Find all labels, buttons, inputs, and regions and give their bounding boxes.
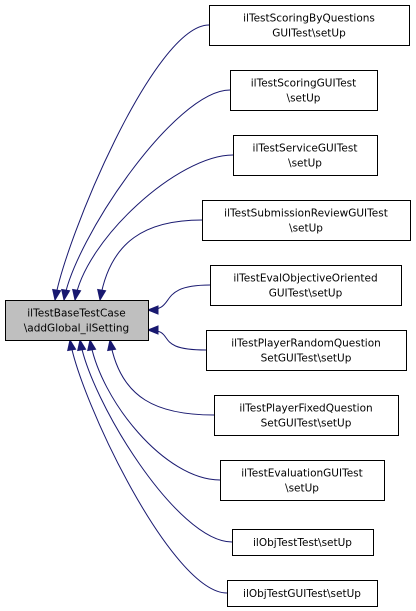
node-iltestevaluationguitest-setup-label-line-1: ilTestEvaluationGUITest	[241, 468, 363, 480]
node-iltestevalobjectiveorientedguitest-setup-label-line-2: GUITest\setUp	[269, 288, 343, 300]
node-iltestevaluationguitest-setup-label-line-2: \setUp	[285, 483, 319, 495]
node-iltestplayerrandomquestionsetguitest-setup-label-line-2: SetGUITest\setUp	[261, 353, 352, 365]
edge-iltestplayerrandomquestionsetguitest-setup-arrowhead	[146, 325, 159, 335]
root-node-label-line-1: ilTestBaseTestCase	[27, 308, 125, 320]
node-iltestplayerfixedquestionsetguitest-setup[interactable]: ilTestPlayerFixedQuestionSetGUITest\setU…	[214, 395, 399, 436]
node-iltestscoringguitest-setup[interactable]: ilTestScoringGUITest \setUp	[230, 70, 378, 111]
node-iltestscoringbyquestionsguitest-setup-label-line-1: ilTestScoringByQuestions	[243, 13, 375, 25]
node-iltestevalobjectiveorientedguitest-setup-box	[210, 265, 402, 306]
node-iltestplayerrandomquestionsetguitest-setup[interactable]: ilTestPlayerRandomQuestionSetGUITest\set…	[206, 330, 407, 371]
edge-ilobjtesttest-setup-arrowhead	[77, 338, 87, 352]
node-iltestserviceguitest-setup[interactable]: ilTestServiceGUITest \setUp	[233, 135, 378, 176]
node-ilobjtesttest-setup-label-line-1: ilObjTestTest\setUp	[253, 537, 352, 549]
edge-iltestevaluationguitest-setup	[89, 339, 221, 481]
node-iltestscoringguitest-setup-label-line-1: ilTestScoringGUITest	[251, 78, 357, 90]
node-iltestevaluationguitest-setup[interactable]: ilTestEvaluationGUITest \setUp	[220, 460, 385, 501]
node-iltestserviceguitest-setup-box	[233, 135, 378, 176]
edge-iltestsubmissionreviewguitest-setup	[99, 219, 203, 301]
node-iltestsubmissionreviewguitest-setup-label-line-1: ilTestSubmissionReviewGUITest	[224, 208, 388, 220]
node-iltestsubmissionreviewguitest-setup[interactable]: ilTestSubmissionReviewGUITest \setUp	[202, 200, 411, 241]
edge-iltestsubmissionreviewguitest-setup-arrowhead	[97, 288, 107, 302]
edge-iltestevaluationguitest-setup-arrowhead	[87, 338, 97, 352]
node-ilobjtesttest-setup[interactable]: ilObjTestTest\setUp	[232, 529, 374, 556]
node-iltestevalobjectiveorientedguitest-setup-label-line-1: ilTestEvalObjectiveOriented	[233, 273, 377, 285]
root-node-label-line-2: \addGlobal_ilSetting	[24, 323, 129, 335]
edges	[52, 24, 234, 594]
edge-iltestserviceguitest-setup	[74, 154, 234, 301]
edge-iltestscoringbyquestionsguitest-setup-arrowhead	[52, 288, 62, 302]
node-iltestplayerfixedquestionsetguitest-setup-label-line-2: SetGUITest\setUp	[261, 418, 352, 430]
node-iltestplayerrandomquestionsetguitest-setup-box	[206, 330, 407, 371]
root-node[interactable]: ilTestBaseTestCase \addGlobal_ilSetting	[5, 300, 149, 341]
edge-ilobjtestguitest-setup-arrowhead	[67, 338, 77, 352]
edge-iltestscoringguitest-setup-arrowhead	[61, 288, 71, 302]
node-iltestscoringguitest-setup-label-line-2: \setUp	[287, 93, 321, 105]
node-iltestplayerrandomquestionsetguitest-setup-label-line-1: ilTestPlayerRandomQuestion	[231, 338, 381, 350]
edge-ilobjtestguitest-setup	[69, 339, 228, 594]
node-iltestevaluationguitest-setup-box	[220, 460, 385, 501]
root-node-box	[5, 300, 149, 341]
edge-iltestevalobjectiveorientedguitest-setup-arrowhead	[146, 305, 159, 315]
node-ilobjtesttest-setup-box	[232, 529, 374, 556]
node-iltestsubmissionreviewguitest-setup-box	[202, 200, 411, 241]
node-iltestscoringguitest-setup-box	[230, 70, 378, 111]
edge-iltestscoringbyquestionsguitest-setup	[54, 24, 210, 301]
node-iltestserviceguitest-setup-label-line-1: ilTestServiceGUITest	[253, 143, 358, 155]
node-iltestscoringbyquestionsguitest-setup-label-line-2: GUITest\setUp	[272, 28, 346, 40]
node-iltestscoringbyquestionsguitest-setup-box	[209, 5, 410, 46]
edge-ilobjtesttest-setup	[79, 339, 233, 543]
node-iltestplayerfixedquestionsetguitest-setup-box	[214, 395, 399, 436]
edge-iltestscoringguitest-setup	[63, 89, 231, 301]
node-iltestserviceguitest-setup-label-line-2: \setUp	[288, 158, 322, 170]
nodes: ilTestBaseTestCase\addGlobal_ilSettingil…	[5, 5, 411, 607]
node-iltestplayerfixedquestionsetguitest-setup-label-line-1: ilTestPlayerFixedQuestion	[239, 403, 372, 415]
node-ilobjtestguitest-setup-box	[227, 580, 378, 607]
edge-iltestserviceguitest-setup-arrowhead	[72, 288, 82, 302]
node-ilobjtestguitest-setup-label-line-1: ilObjTestGUITest\setUp	[243, 588, 361, 600]
node-iltestsubmissionreviewguitest-setup-label-line-2: \setUp	[289, 223, 323, 235]
node-ilobjtestguitest-setup[interactable]: ilObjTestGUITest\setUp	[227, 580, 378, 607]
edge-iltestplayerfixedquestionsetguitest-setup-arrowhead	[107, 338, 117, 352]
edge-iltestplayerfixedquestionsetguitest-setup	[109, 339, 215, 416]
